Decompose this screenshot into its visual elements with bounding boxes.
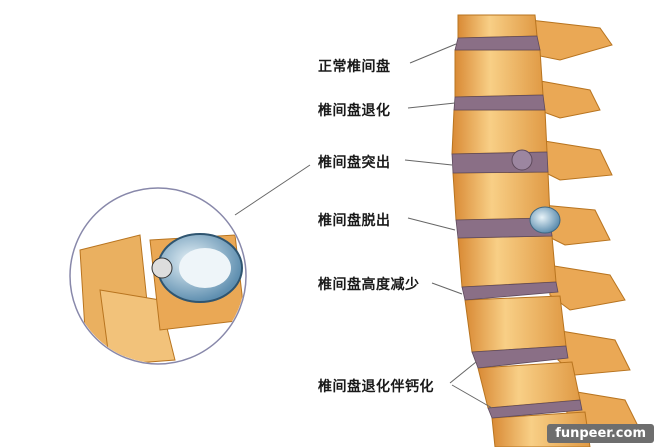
protrusion-bulge	[511, 149, 533, 171]
label-disc-calcification: 椎间盘退化伴钙化	[318, 379, 434, 395]
label-normal-disc: 正常椎间盘	[318, 59, 391, 75]
label-disc-height-loss: 椎间盘高度减少	[318, 277, 420, 293]
leader-lines	[234, 43, 493, 409]
label-disc-protrusion: 椎间盘突出	[318, 155, 391, 171]
inset-closeup	[69, 187, 247, 365]
extruded-nucleus	[529, 206, 561, 234]
watermark: funpeer.com	[547, 424, 654, 443]
label-disc-degeneration: 椎间盘退化	[318, 103, 391, 119]
label-disc-extrusion: 椎间盘脱出	[318, 213, 391, 229]
